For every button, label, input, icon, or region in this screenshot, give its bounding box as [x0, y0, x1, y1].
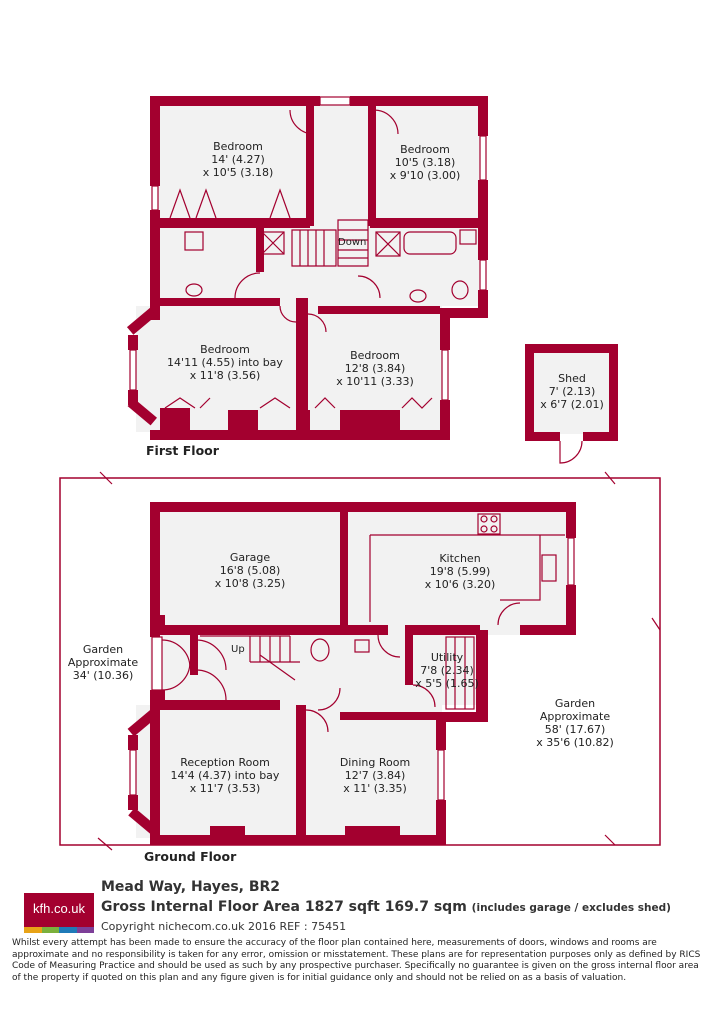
ground-floor-label: Ground Floor: [144, 849, 237, 864]
room-dims: 10'5 (3.18): [394, 156, 456, 169]
room-name: Utility: [430, 651, 464, 664]
room-name: Dining Room: [339, 756, 411, 769]
room-utility: Utility 7'8 (2.34) x 5'5 (1.65): [412, 651, 482, 690]
room-dims: 7'8 (2.34): [420, 664, 474, 677]
room-dims: x 9'10 (3.00): [389, 169, 461, 182]
garden-approx: Approximate: [539, 710, 611, 723]
room-name: Shed: [558, 372, 586, 385]
room-dims: x 11'7 (3.53): [189, 782, 261, 795]
room-dining: Dining Room 12'7 (3.84) x 11' (3.35): [320, 756, 430, 795]
first-floor-label: First Floor: [146, 443, 219, 458]
garden-dims: x 35'6 (10.82): [536, 736, 614, 749]
room-bedroom-4: Bedroom 12'8 (3.84) x 10'11 (3.33): [320, 349, 430, 388]
kfh-logo: kfh.co.uk: [24, 893, 94, 933]
room-garage: Garage 16'8 (5.08) x 10'8 (3.25): [190, 551, 310, 590]
room-dims: x 10'11 (3.33): [336, 375, 414, 388]
room-shed: Shed 7' (2.13) x 6'7 (2.01): [536, 372, 608, 411]
room-dims: 14' (4.27): [211, 153, 265, 166]
room-dims: 14'11 (4.55) into bay: [167, 356, 283, 369]
room-dims: x 10'5 (3.18): [202, 166, 274, 179]
fixtures: [59, 96, 661, 851]
stairs-down-label: Down: [338, 237, 367, 248]
gia-text: Gross Internal Floor Area 1827 sqft 169.…: [101, 899, 467, 915]
room-reception: Reception Room 14'4 (4.37) into bay x 11…: [150, 756, 300, 795]
gia-note: (includes garage / excludes shed): [471, 902, 671, 914]
garden-name: Garden: [554, 697, 596, 710]
stairs-up-label: Up: [231, 644, 245, 655]
room-name: Bedroom: [200, 343, 250, 356]
room-name: Kitchen: [439, 552, 481, 565]
room-bedroom-2: Bedroom 10'5 (3.18) x 9'10 (3.00): [375, 143, 475, 182]
copyright: Copyright nichecom.co.uk 2016 REF : 7545…: [101, 920, 347, 933]
logo-stripe: [76, 927, 94, 933]
logo-text: kfh.co.uk: [32, 901, 86, 916]
room-dims: 19'8 (5.99): [429, 565, 491, 578]
room-dims: x 11' (3.35): [343, 782, 407, 795]
room-dims: x 5'5 (1.65): [415, 677, 479, 690]
logo-stripe: [41, 927, 59, 933]
garden-right: Garden Approximate 58' (17.67) x 35'6 (1…: [525, 697, 625, 749]
room-dims: 12'7 (3.84): [344, 769, 406, 782]
room-dims: 14'4 (4.37) into bay: [170, 769, 280, 782]
garden-approx: Approximate: [67, 656, 139, 669]
garden-left: Garden Approximate 34' (10.36): [58, 643, 148, 682]
garden-name: Garden: [82, 643, 124, 656]
garden-dims: 34' (10.36): [72, 669, 134, 682]
room-dims: 7' (2.13): [548, 385, 596, 398]
room-name: Reception Room: [180, 756, 270, 769]
walls: [126, 96, 618, 845]
gross-internal-area: Gross Internal Floor Area 1827 sqft 169.…: [101, 899, 671, 915]
disclaimer: Whilst every attempt has been made to en…: [12, 938, 701, 983]
room-name: Garage: [229, 551, 271, 564]
room-bedroom-3: Bedroom 14'11 (4.55) into bay x 11'8 (3.…: [150, 343, 300, 382]
property-address: Mead Way, Hayes, BR2: [101, 879, 281, 895]
room-name: Bedroom: [350, 349, 400, 362]
room-name: Bedroom: [213, 140, 263, 153]
logo-stripe: [59, 927, 77, 933]
garden-dims: 58' (17.67): [544, 723, 606, 736]
room-dims: x 6'7 (2.01): [540, 398, 604, 411]
room-bedroom-1: Bedroom 14' (4.27) x 10'5 (3.18): [178, 140, 298, 179]
room-dims: 12'8 (3.84): [344, 362, 406, 375]
room-dims: x 10'8 (3.25): [214, 577, 286, 590]
room-dims: 16'8 (5.08): [219, 564, 281, 577]
room-kitchen: Kitchen 19'8 (5.99) x 10'6 (3.20): [415, 552, 505, 591]
room-dims: x 10'6 (3.20): [424, 578, 496, 591]
logo-stripe: [24, 927, 42, 933]
room-dims: x 11'8 (3.56): [189, 369, 261, 382]
room-name: Bedroom: [400, 143, 450, 156]
